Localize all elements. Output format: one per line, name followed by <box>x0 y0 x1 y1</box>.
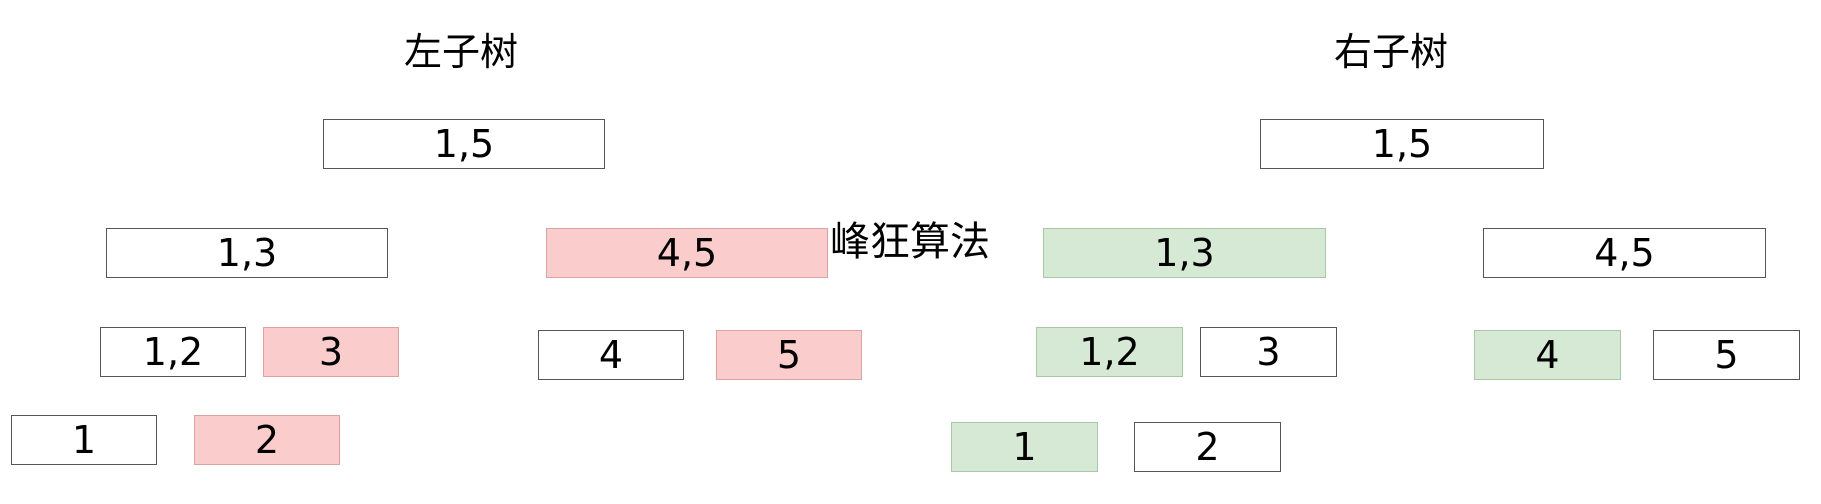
right-node-3: 3 <box>1200 327 1337 377</box>
left-node-4: 4 <box>538 330 684 380</box>
right-node-1-3: 1,3 <box>1043 228 1326 278</box>
right-node-4: 4 <box>1474 330 1621 380</box>
right-node-5: 5 <box>1653 330 1800 380</box>
right-node-1-5: 1,5 <box>1260 119 1544 169</box>
left-node-5: 5 <box>716 330 862 380</box>
right-node-2: 2 <box>1134 422 1281 472</box>
left-node-1: 1 <box>11 415 157 465</box>
left-node-3: 3 <box>263 327 399 377</box>
left-node-1-2: 1,2 <box>100 327 246 377</box>
left-subtree-title: 左子树 <box>404 30 519 74</box>
right-subtree-title: 右子树 <box>1334 30 1449 74</box>
left-node-4-5: 4,5 <box>546 228 828 278</box>
left-node-1-3: 1,3 <box>106 228 388 278</box>
right-node-4-5: 4,5 <box>1483 228 1766 278</box>
left-node-1-5: 1,5 <box>323 119 605 169</box>
right-node-1-2: 1,2 <box>1036 327 1183 377</box>
left-node-2: 2 <box>194 415 340 465</box>
right-node-1: 1 <box>951 422 1098 472</box>
watermark-text: 峰狂算法 <box>830 219 990 265</box>
